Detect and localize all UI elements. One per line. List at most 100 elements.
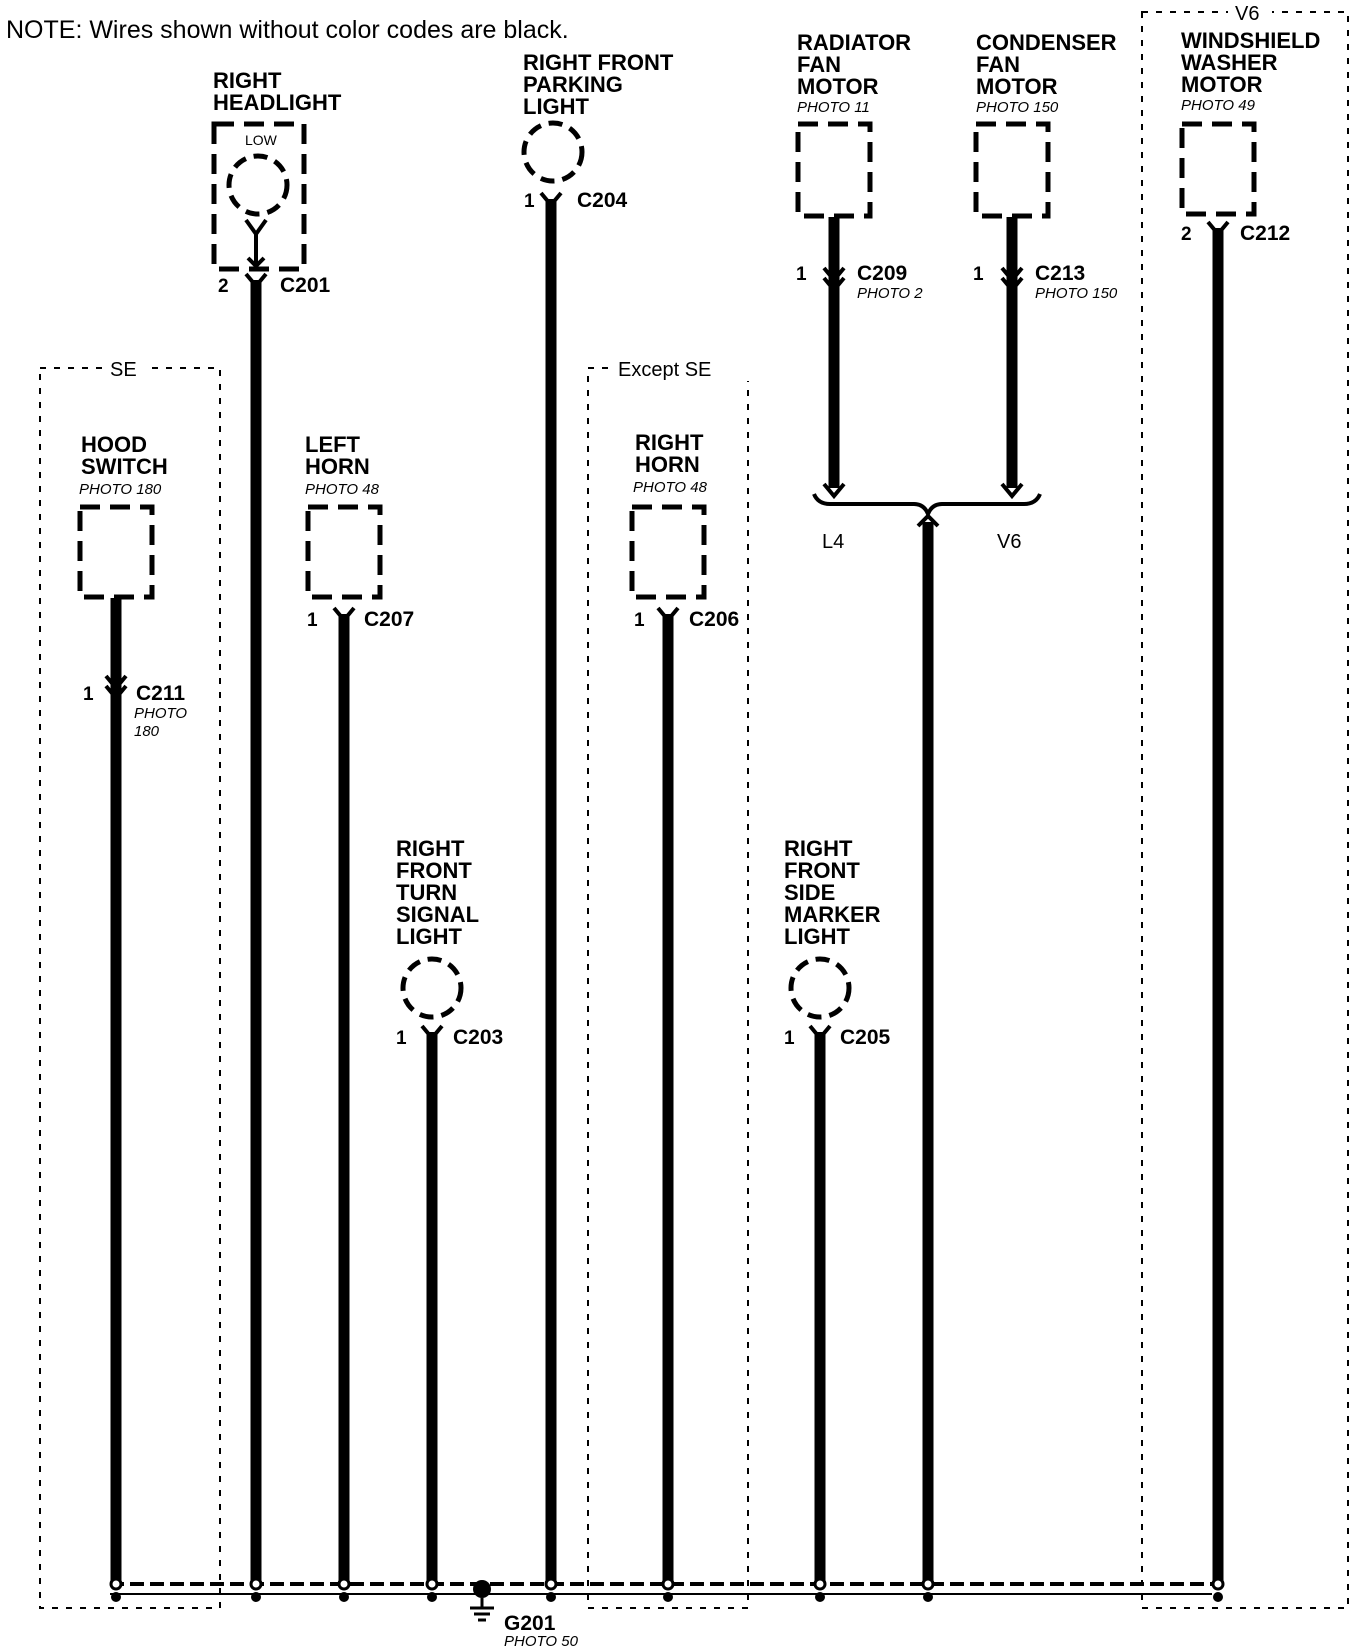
ground-icon xyxy=(470,1598,494,1622)
c211-connector-symbol xyxy=(104,674,128,702)
right-headlight-bulb-icon xyxy=(226,153,290,217)
c209-photo: PHOTO 2 xyxy=(857,285,923,302)
c212-connector: C212 xyxy=(1240,222,1290,245)
side-marker-label-5: LIGHT xyxy=(784,924,851,949)
turn-signal-label-5: LIGHT xyxy=(396,924,463,949)
right-front-side-marker-light: RIGHT FRONT SIDE MARKER LIGHT 1 C205 xyxy=(784,836,891,1584)
junction-dot xyxy=(1211,1577,1225,1591)
right-headlight: RIGHT HEADLIGHT LOW 2 C201 xyxy=(211,68,342,1584)
turn-signal-label-2: FRONT xyxy=(396,858,472,883)
c213-connector-symbol xyxy=(1000,266,1024,294)
splice-v6-label: V6 xyxy=(997,531,1021,553)
left-horn-label-2: HORN xyxy=(305,454,370,479)
parking-light-label-2: PARKING xyxy=(523,72,623,97)
c204-connector-symbol xyxy=(539,191,563,209)
junction-dot xyxy=(337,1577,351,1591)
c201-pin: 2 xyxy=(218,276,229,297)
splice-brace-icon xyxy=(812,493,1042,520)
c205-pin: 1 xyxy=(784,1028,795,1049)
parking-light-bulb-icon xyxy=(521,120,585,184)
g201-label: G201 xyxy=(504,1612,556,1635)
junction-dot xyxy=(663,1592,673,1602)
windshield-washer-motor: WINDSHIELD WASHER MOTOR PHOTO 49 2 C212 xyxy=(1179,28,1320,1584)
right-front-parking-light: RIGHT FRONT PARKING LIGHT 1 C204 xyxy=(521,50,674,1584)
radiator-fan-photo: PHOTO 11 xyxy=(797,99,870,116)
side-marker-label-3: SIDE xyxy=(784,880,835,905)
washer-motor-label-1: WINDSHIELD xyxy=(1181,28,1320,53)
right-headlight-symbol xyxy=(211,121,307,272)
side-marker-label-1: RIGHT xyxy=(784,836,853,861)
c205-connector: C205 xyxy=(840,1026,891,1049)
right-headlight-label-2: HEADLIGHT xyxy=(213,90,342,115)
c203-pin: 1 xyxy=(396,1028,407,1049)
right-headlight-label-1: RIGHT xyxy=(213,68,282,93)
c209-pin: 1 xyxy=(796,264,807,285)
condenser-fan-symbol xyxy=(973,121,1051,219)
right-headlight-low-label: LOW xyxy=(245,132,278,148)
g201-photo: PHOTO 50 xyxy=(504,1633,579,1646)
washer-motor-label-2: WASHER xyxy=(1181,50,1278,75)
junction-dot xyxy=(339,1592,349,1602)
c204-connector: C204 xyxy=(577,189,628,212)
junction-dot xyxy=(425,1577,439,1591)
turn-signal-label-4: SIGNAL xyxy=(396,902,479,927)
c207-connector-symbol xyxy=(332,606,356,624)
left-horn: LEFT HORN PHOTO 48 1 C207 xyxy=(305,432,414,1584)
c211-photo-2: 180 xyxy=(134,723,160,740)
c213-pin: 1 xyxy=(973,264,984,285)
side-marker-label-4: MARKER xyxy=(784,902,881,927)
condenser-fan-photo: PHOTO 150 xyxy=(976,99,1059,116)
right-horn: RIGHT HORN PHOTO 48 1 C206 xyxy=(629,430,739,1584)
junction-dot xyxy=(111,1592,121,1602)
c212-connector-symbol xyxy=(1206,220,1230,238)
left-horn-photo: PHOTO 48 xyxy=(305,481,380,498)
l4-v6-splice: L4 V6 xyxy=(812,493,1042,1584)
right-horn-photo: PHOTO 48 xyxy=(633,479,708,496)
radiator-fan-symbol xyxy=(795,121,873,219)
right-front-turn-signal-light: RIGHT FRONT TURN SIGNAL LIGHT 1 C203 xyxy=(396,836,503,1584)
condenser-fan-label-2: FAN xyxy=(976,52,1020,77)
diagram-note: NOTE: Wires shown without color codes ar… xyxy=(6,16,569,44)
c211-photo-1: PHOTO xyxy=(134,705,187,722)
turn-signal-label-3: TURN xyxy=(396,880,457,905)
c209-connector-symbol xyxy=(822,266,846,294)
junction-dot xyxy=(921,1577,935,1591)
hood-switch-label-2: SWITCH xyxy=(81,454,168,479)
side-marker-bulb-icon xyxy=(788,956,852,1020)
left-horn-label-1: LEFT xyxy=(305,432,361,457)
junction-dot xyxy=(109,1577,123,1591)
ground-bus xyxy=(110,1582,1212,1595)
c212-pin: 2 xyxy=(1181,224,1192,245)
condenser-fan-label-1: CONDENSER xyxy=(976,30,1117,55)
c203-connector-symbol xyxy=(420,1024,444,1042)
junction-dot xyxy=(249,1577,263,1591)
zone-v6-label: V6 xyxy=(1235,3,1259,25)
ground-g201: G201 PHOTO 50 xyxy=(470,1580,579,1646)
radiator-fan-motor: RADIATOR FAN MOTOR PHOTO 11 1 C209 PHOTO… xyxy=(795,30,923,500)
ground-junctions xyxy=(109,1577,1225,1602)
junction-dot xyxy=(815,1592,825,1602)
washer-motor-photo: PHOTO 49 xyxy=(1181,97,1256,114)
zone-se-label: SE xyxy=(110,359,137,381)
left-horn-symbol xyxy=(305,504,383,600)
junction-dot xyxy=(546,1592,556,1602)
parking-light-label-3: LIGHT xyxy=(523,94,590,119)
c201-connector-symbol xyxy=(244,272,268,290)
c201-connector: C201 xyxy=(280,274,331,297)
condenser-fan-label-3: MOTOR xyxy=(976,74,1058,99)
c213-photo: PHOTO 150 xyxy=(1035,285,1118,302)
radiator-fan-label-2: FAN xyxy=(797,52,841,77)
c206-connector: C206 xyxy=(689,608,739,631)
parking-light-label-1: RIGHT FRONT xyxy=(523,50,674,75)
turn-signal-label-1: RIGHT xyxy=(396,836,465,861)
c207-connector: C207 xyxy=(364,608,414,631)
zone-except-se-label: Except SE xyxy=(618,359,711,381)
radiator-fan-label-3: MOTOR xyxy=(797,74,879,99)
c207-pin: 1 xyxy=(307,610,318,631)
junction-dot xyxy=(1213,1592,1223,1602)
washer-motor-symbol xyxy=(1179,121,1257,217)
c211-pin: 1 xyxy=(83,684,94,705)
hood-switch: HOOD SWITCH PHOTO 180 1 C211 PHOTO 180 xyxy=(77,432,187,1584)
turn-signal-bulb-icon xyxy=(400,956,464,1020)
c211-connector: C211 xyxy=(136,682,185,705)
